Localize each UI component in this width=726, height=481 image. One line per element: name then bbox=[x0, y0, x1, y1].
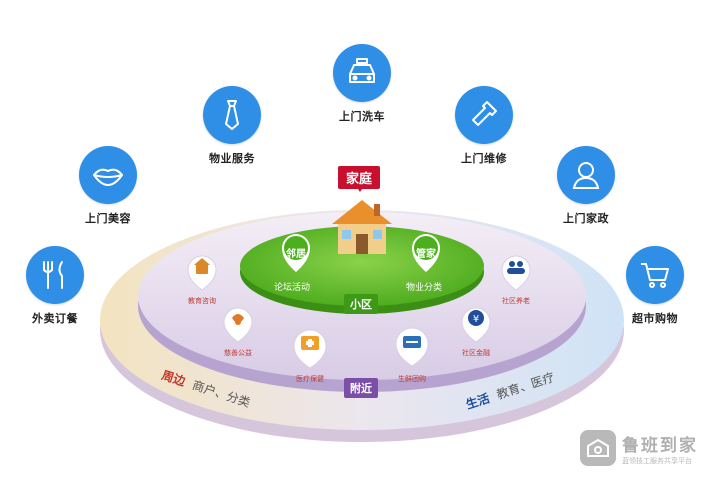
service-beauty-label: 上门美容 bbox=[85, 212, 131, 225]
mid-insurance-label: 医疗保健 bbox=[296, 375, 324, 383]
mid-fresh: 生鲜团购 bbox=[377, 372, 447, 384]
service-takeout-label: 外卖订餐 bbox=[32, 312, 78, 325]
neighbor-pin-label: 邻居 bbox=[286, 249, 306, 260]
mid-education: 教育咨询 bbox=[167, 294, 237, 306]
tie-icon bbox=[203, 86, 261, 144]
mid-education-label: 教育咨询 bbox=[188, 297, 216, 305]
mid-charity: 慈善公益 bbox=[203, 346, 273, 358]
watermark-subtitle: 蓝领技工服务共享平台 bbox=[622, 456, 692, 465]
person-icon bbox=[557, 146, 615, 204]
service-repair-label: 上门维修 bbox=[461, 152, 507, 165]
service-property: 物业服务 bbox=[182, 86, 282, 166]
house-icon bbox=[332, 200, 392, 254]
mid-finance-label: 社区金融 bbox=[462, 349, 490, 357]
service-repair: 上门维修 bbox=[434, 86, 534, 166]
service-carwash-label: 上门洗车 bbox=[339, 110, 385, 123]
service-supermarket-label: 超市购物 bbox=[632, 312, 678, 325]
pin-charity bbox=[223, 307, 253, 343]
nearby-tag: 附近 bbox=[344, 378, 378, 398]
steward-text: 物业分类 bbox=[406, 283, 443, 293]
watermark: 鲁班到家 蓝领技工服务共享平台 bbox=[580, 430, 698, 466]
car-icon bbox=[333, 44, 391, 102]
community-tag: 小区 bbox=[344, 294, 378, 314]
watermark-title: 鲁班到家 bbox=[622, 435, 698, 456]
steward-pin bbox=[412, 234, 440, 272]
steward-pin-label: 管家 bbox=[416, 249, 436, 260]
service-beauty: 上门美容 bbox=[58, 146, 158, 226]
wrench-icon bbox=[455, 86, 513, 144]
service-carwash: 上门洗车 bbox=[312, 44, 412, 124]
service-supermarket: 超市购物 bbox=[605, 246, 705, 326]
home-tag: 家庭 bbox=[338, 166, 381, 189]
service-property-label: 物业服务 bbox=[209, 152, 255, 165]
mid-elderly: 社区养老 bbox=[481, 294, 551, 306]
service-takeout: 外卖订餐 bbox=[5, 246, 105, 326]
mid-insurance: 医疗保健 bbox=[275, 372, 345, 384]
neighbor-pin bbox=[282, 234, 310, 272]
lips-icon bbox=[79, 146, 137, 204]
fork-knife-icon bbox=[26, 246, 84, 304]
watermark-logo-icon bbox=[580, 430, 616, 466]
mid-charity-label: 慈善公益 bbox=[224, 349, 252, 357]
mid-elderly-label: 社区养老 bbox=[502, 297, 530, 305]
mid-finance: 社区金融 bbox=[441, 346, 511, 358]
neighbor-text: 论坛活动 bbox=[274, 283, 311, 293]
service-housekeeping: 上门家政 bbox=[536, 146, 636, 226]
svg-text:¥: ¥ bbox=[473, 314, 479, 325]
cart-icon bbox=[626, 246, 684, 304]
mid-fresh-label: 生鲜团购 bbox=[398, 375, 426, 383]
service-housekeeping-label: 上门家政 bbox=[563, 212, 609, 225]
